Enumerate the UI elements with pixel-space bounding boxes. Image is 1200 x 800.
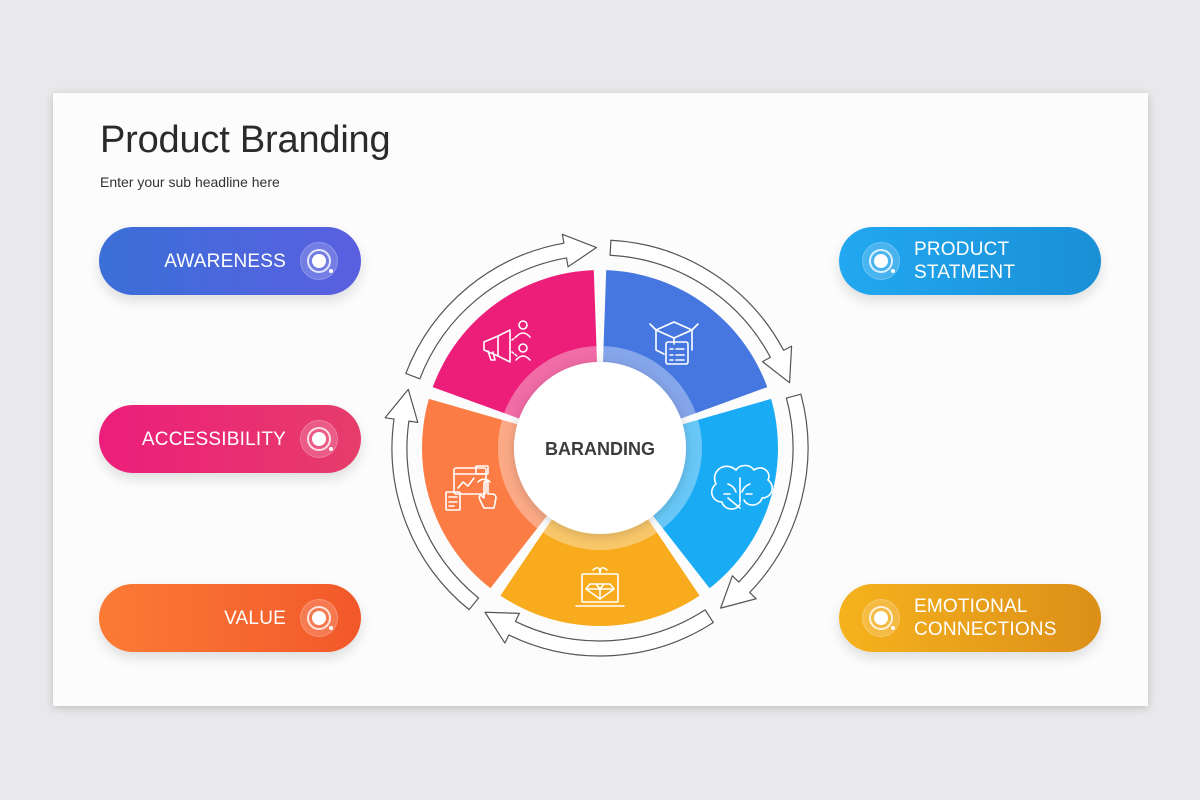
- target-icon: [301, 243, 337, 279]
- accessibility-pill[interactable]: ACCESSIBILITY: [99, 405, 361, 473]
- emotional-connections-line1: EMOTIONAL: [914, 596, 1028, 617]
- center-circle: [514, 362, 686, 534]
- segment-product: [652, 398, 779, 589]
- target-icon: [863, 600, 899, 636]
- cycle-arrow: [484, 609, 714, 657]
- accessibility-label: ACCESSIBILITY: [141, 428, 286, 450]
- value-label: VALUE: [224, 607, 286, 629]
- cycle-arrow: [384, 388, 480, 611]
- center-label: BARANDING: [545, 439, 655, 459]
- product-statment-line1: PRODUCT: [914, 239, 1010, 260]
- segment-accessibility: [432, 270, 597, 419]
- megaphone-people-icon: [483, 320, 531, 363]
- target-icon: [863, 243, 899, 279]
- box-checklist-icon: [649, 321, 699, 365]
- awareness-label: AWARENESS: [164, 250, 286, 272]
- emotional-connections-line2: CONNECTIONS: [914, 619, 1057, 640]
- emotional-connections-pill[interactable]: EMOTIONAL CONNECTIONS: [839, 584, 1101, 652]
- wheel-segments: [422, 270, 779, 626]
- product-statment-line2: STATMENT: [914, 262, 1016, 283]
- segment-awareness: [603, 270, 768, 419]
- cycle-arrows: [384, 233, 809, 657]
- touch-dashboard-icon: [445, 465, 497, 511]
- value-pill[interactable]: VALUE: [99, 584, 361, 652]
- diamond-gift-icon: [575, 566, 625, 607]
- cycle-arrow: [405, 233, 598, 380]
- page-title: Product Branding: [100, 119, 391, 161]
- product-statment-pill[interactable]: PRODUCT STATMENT: [839, 227, 1101, 295]
- awareness-pill[interactable]: AWARENESS: [99, 227, 361, 295]
- cycle-arrow: [720, 393, 809, 609]
- page-subtitle: Enter your sub headline here: [100, 174, 280, 190]
- target-icon: [301, 600, 337, 636]
- target-icon: [301, 421, 337, 457]
- cycle-arrow: [609, 239, 793, 384]
- emotional-connections-label: EMOTIONAL CONNECTIONS: [914, 584, 1057, 652]
- brain-heart-icon: [710, 464, 774, 510]
- product-statment-label: PRODUCT STATMENT: [914, 227, 1015, 295]
